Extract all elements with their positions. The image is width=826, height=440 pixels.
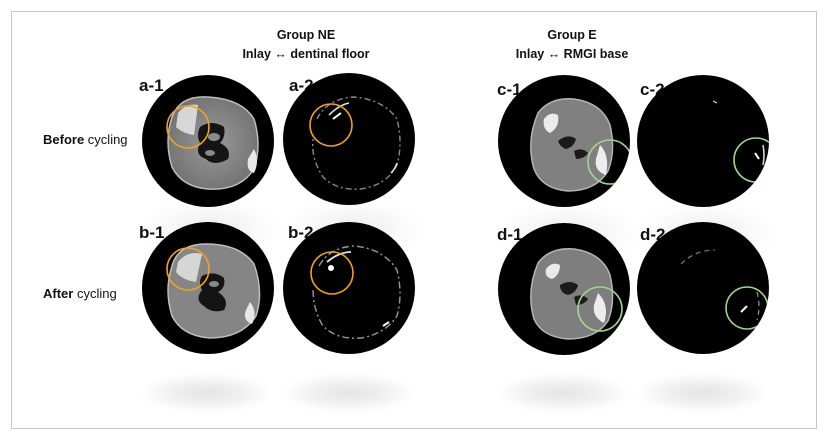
ct-image-a2	[283, 73, 415, 205]
panel-label-c1: c-1	[497, 80, 522, 99]
ct-image-b2	[283, 222, 415, 354]
panel-label-b1: b-1	[139, 223, 165, 243]
reflection-shadow	[498, 374, 628, 412]
panel-label-a1: a-1	[139, 76, 164, 95]
ct-image-c1	[498, 75, 630, 207]
row-label-after: After cycling	[43, 286, 117, 301]
group-e-name: Group E	[547, 28, 597, 42]
ct-image-b1	[142, 222, 274, 354]
reflection-shadow	[284, 374, 414, 412]
row-label-before-rest: cycling	[84, 132, 128, 147]
group-ne-title: Group NE Inlay ↔ dentinal floor	[196, 26, 416, 64]
group-e-interface: Inlay ↔ RMGI base	[515, 47, 629, 61]
ct-image-d1	[498, 223, 630, 355]
reflection-shadow	[638, 374, 768, 412]
panel-label-d1: d-1	[497, 225, 523, 245]
reflection-shadow	[142, 374, 272, 412]
row-label-before: Before cycling	[43, 132, 128, 147]
row-label-after-bold: After	[43, 286, 74, 301]
ct-image-d2	[637, 222, 769, 354]
row-label-before-bold: Before	[43, 132, 85, 147]
ct-image-c2	[637, 75, 769, 207]
group-ne-interface: Inlay ↔ dentinal floor	[242, 47, 370, 61]
row-label-after-rest: cycling	[73, 286, 117, 301]
group-e-title: Group E Inlay ↔ RMGI base	[462, 26, 682, 64]
group-ne-name: Group NE	[276, 28, 336, 42]
ct-image-a1	[142, 75, 274, 207]
